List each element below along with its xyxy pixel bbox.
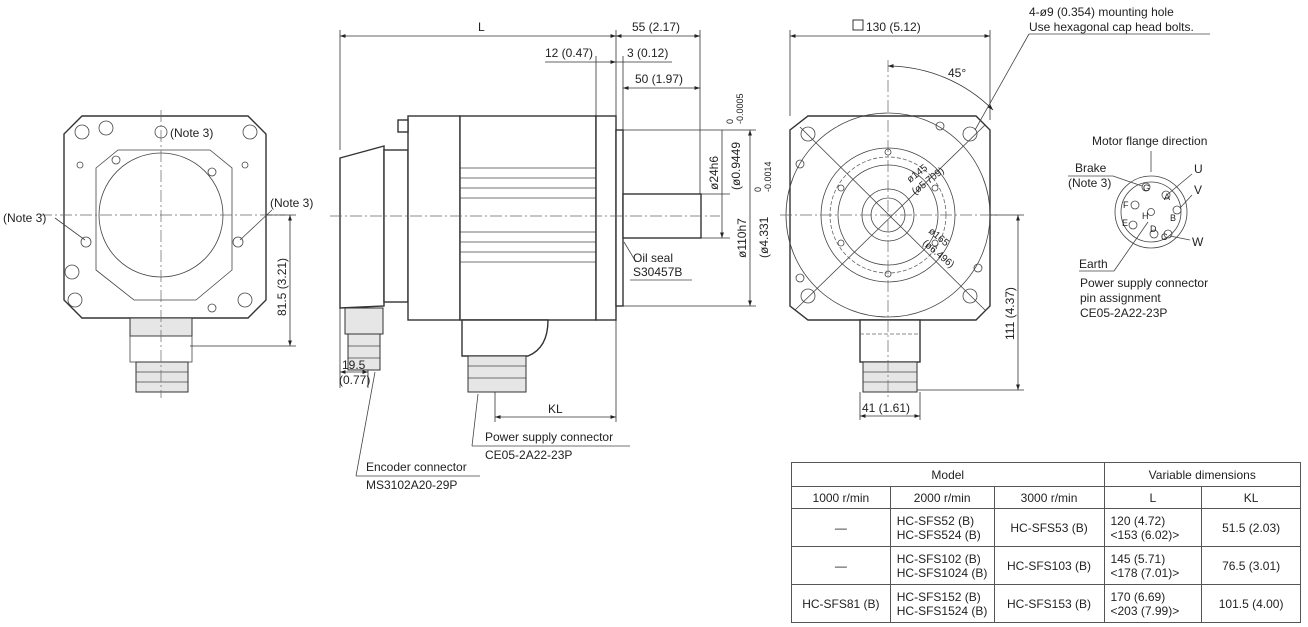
th-model: Model [791, 462, 1105, 487]
pinout-brake-note: (Note 3) [1068, 176, 1111, 190]
side-shaft-tol-top: 0 [725, 119, 735, 124]
side-dim-55: 55 (2.17) [632, 20, 680, 34]
table-row: — HC-SFS102 (B)HC-SFS1024 (B) HC-SFS103 … [791, 546, 1301, 585]
front-note-right: (Note 3) [270, 196, 313, 210]
pin-label-g: G [1143, 183, 1150, 193]
flange-view: 130 (5.12) 4-ø9 (0.354) mounting hole Us… [780, 5, 1210, 420]
cell-L: 145 (5.71)<178 (7.01)> [1103, 546, 1203, 585]
cell-L-1: 145 (5.71) [1110, 551, 1166, 566]
table-row: — HC-SFS52 (B)HC-SFS524 (B) HC-SFS53 (B)… [791, 508, 1301, 547]
cell-L-1: 120 (4.72) [1110, 513, 1166, 528]
cell-L-1: 170 (6.69) [1110, 589, 1166, 604]
side-view: L 55 (2.17) 12 (0.47) 3 (0.12) 50 (1.97)… [330, 20, 773, 492]
cell-2000-b: HC-SFS1524 (B) [896, 603, 988, 618]
cell-L-2: <203 (7.99)> [1110, 603, 1180, 618]
pinout-title: Motor flange direction [1092, 134, 1207, 148]
side-dim-12: 12 (0.47) [545, 46, 593, 60]
flange-dim-111: 111 (4.37) [1003, 287, 1017, 340]
cell-KL: 101.5 (4.00) [1201, 584, 1301, 623]
side-shaft-dia-in: (ø0.9449 [729, 142, 743, 190]
flange-dim-41: 41 (1.61) [862, 401, 910, 415]
pinout-earth: Earth [1079, 257, 1108, 271]
pin-label-b: B [1170, 213, 1176, 223]
side-dim-L: L [478, 20, 485, 34]
front-view: (Note 3) (Note 3) (Note 3) 81.5 (3.21) [3, 110, 313, 398]
cell-2000: HC-SFS152 (B)HC-SFS1524 (B) [889, 584, 995, 623]
pin-label-c: C [1161, 232, 1168, 242]
cell-KL: 51.5 (2.03) [1201, 508, 1301, 547]
encoder-conn-part: MS3102A20-29P [366, 478, 457, 492]
side-spigot-dia: ø110h7 [735, 218, 749, 258]
table-subheader-row: 1000 r/min 2000 r/min 3000 r/min L KL [791, 486, 1301, 509]
power-conn-part: CE05-2A22-23P [485, 448, 572, 462]
cell-2000: HC-SFS52 (B)HC-SFS524 (B) [889, 508, 995, 547]
table-header-row: Model Variable dimensions [791, 462, 1301, 487]
flange-hole-note-1: 4-ø9 (0.354) mounting hole [1029, 5, 1174, 19]
model-dimension-table: Model Variable dimensions 1000 r/min 200… [791, 462, 1301, 623]
pin-label-h: H [1142, 211, 1149, 221]
side-spigot-dia-in: (ø4.331 [757, 216, 771, 258]
flange-angle: 45° [948, 66, 966, 80]
side-dim-3: 3 (0.12) [627, 46, 668, 60]
pinout-pin-W: W [1192, 235, 1204, 249]
front-dim-height: 81.5 (3.21) [275, 258, 289, 316]
flange-square: 130 (5.12) [866, 20, 921, 34]
power-conn-label: Power supply connector [485, 430, 613, 444]
front-note-top: (Note 3) [170, 126, 213, 140]
cell-3000: HC-SFS53 (B) [993, 508, 1105, 547]
side-dim-50: 50 (1.97) [635, 72, 683, 86]
side-spigot-tol-top: 0 [753, 187, 763, 192]
pinout-caption-2: pin assignment [1080, 291, 1161, 305]
cell-3000: HC-SFS153 (B) [993, 584, 1105, 623]
pinout-caption-1: Power supply connector [1080, 276, 1208, 290]
side-dim-0-77: (0.77) [339, 373, 370, 387]
encoder-conn-label: Encoder connector [366, 460, 467, 474]
pinout-caption-3: CE05-2A22-23P [1080, 306, 1167, 320]
cell-L-2: <153 (6.02)> [1110, 527, 1180, 542]
th-3000: 3000 r/min [993, 486, 1105, 509]
th-2000: 2000 r/min [889, 486, 995, 509]
th-KL: KL [1201, 486, 1301, 509]
cell-KL: 76.5 (3.01) [1201, 546, 1301, 585]
side-oil-seal-label: Oil seal [633, 251, 673, 265]
connector-pinout: Motor flange direction G A F H B E DC Brake (N… [1068, 134, 1208, 320]
cell-2000-a: HC-SFS152 (B) [896, 589, 981, 604]
pinout-pin-V: V [1194, 183, 1202, 197]
cell-1000: — [791, 546, 891, 585]
cell-2000-a: HC-SFS102 (B) [896, 551, 981, 566]
side-dim-KL: KL [548, 402, 563, 416]
pinout-brake: Brake [1075, 161, 1107, 175]
table-row: HC-SFS81 (B) HC-SFS152 (B)HC-SFS1524 (B)… [791, 584, 1301, 623]
pin-label-f: F [1123, 200, 1129, 210]
cell-L: 120 (4.72)<153 (6.02)> [1103, 508, 1203, 547]
cell-2000-a: HC-SFS52 (B) [896, 513, 975, 528]
pin-label-a: A [1164, 192, 1170, 202]
cell-3000: HC-SFS103 (B) [993, 546, 1105, 585]
cell-1000: HC-SFS81 (B) [791, 584, 891, 623]
flange-hole-note-2: Use hexagonal cap head bolts. [1029, 20, 1194, 34]
cell-2000-b: HC-SFS524 (B) [896, 527, 981, 542]
side-spigot-tol-bot: -0.0014 [763, 161, 773, 192]
pin-labels: G A F H B E DC [1122, 183, 1176, 242]
front-note-left: (Note 3) [3, 211, 46, 225]
th-L: L [1103, 486, 1203, 509]
side-oil-seal-part: S30457B [633, 265, 682, 279]
th-variable: Variable dimensions [1103, 462, 1301, 487]
cell-2000-b: HC-SFS1024 (B) [896, 565, 988, 580]
cell-1000: — [791, 508, 891, 547]
cell-L-2: <178 (7.01)> [1110, 565, 1180, 580]
side-shaft-tol-bot: -0.0005 [735, 93, 745, 124]
pin-label-e: E [1122, 218, 1128, 228]
side-shaft-dia: ø24h6 [707, 156, 721, 190]
side-dim-19-5: 19.5 [342, 358, 366, 372]
cell-L: 170 (6.69)<203 (7.99)> [1103, 584, 1203, 623]
th-1000: 1000 r/min [791, 486, 891, 509]
cell-2000: HC-SFS102 (B)HC-SFS1024 (B) [889, 546, 995, 585]
pin-label-d: D [1150, 224, 1157, 234]
pinout-pin-U: U [1194, 162, 1203, 176]
